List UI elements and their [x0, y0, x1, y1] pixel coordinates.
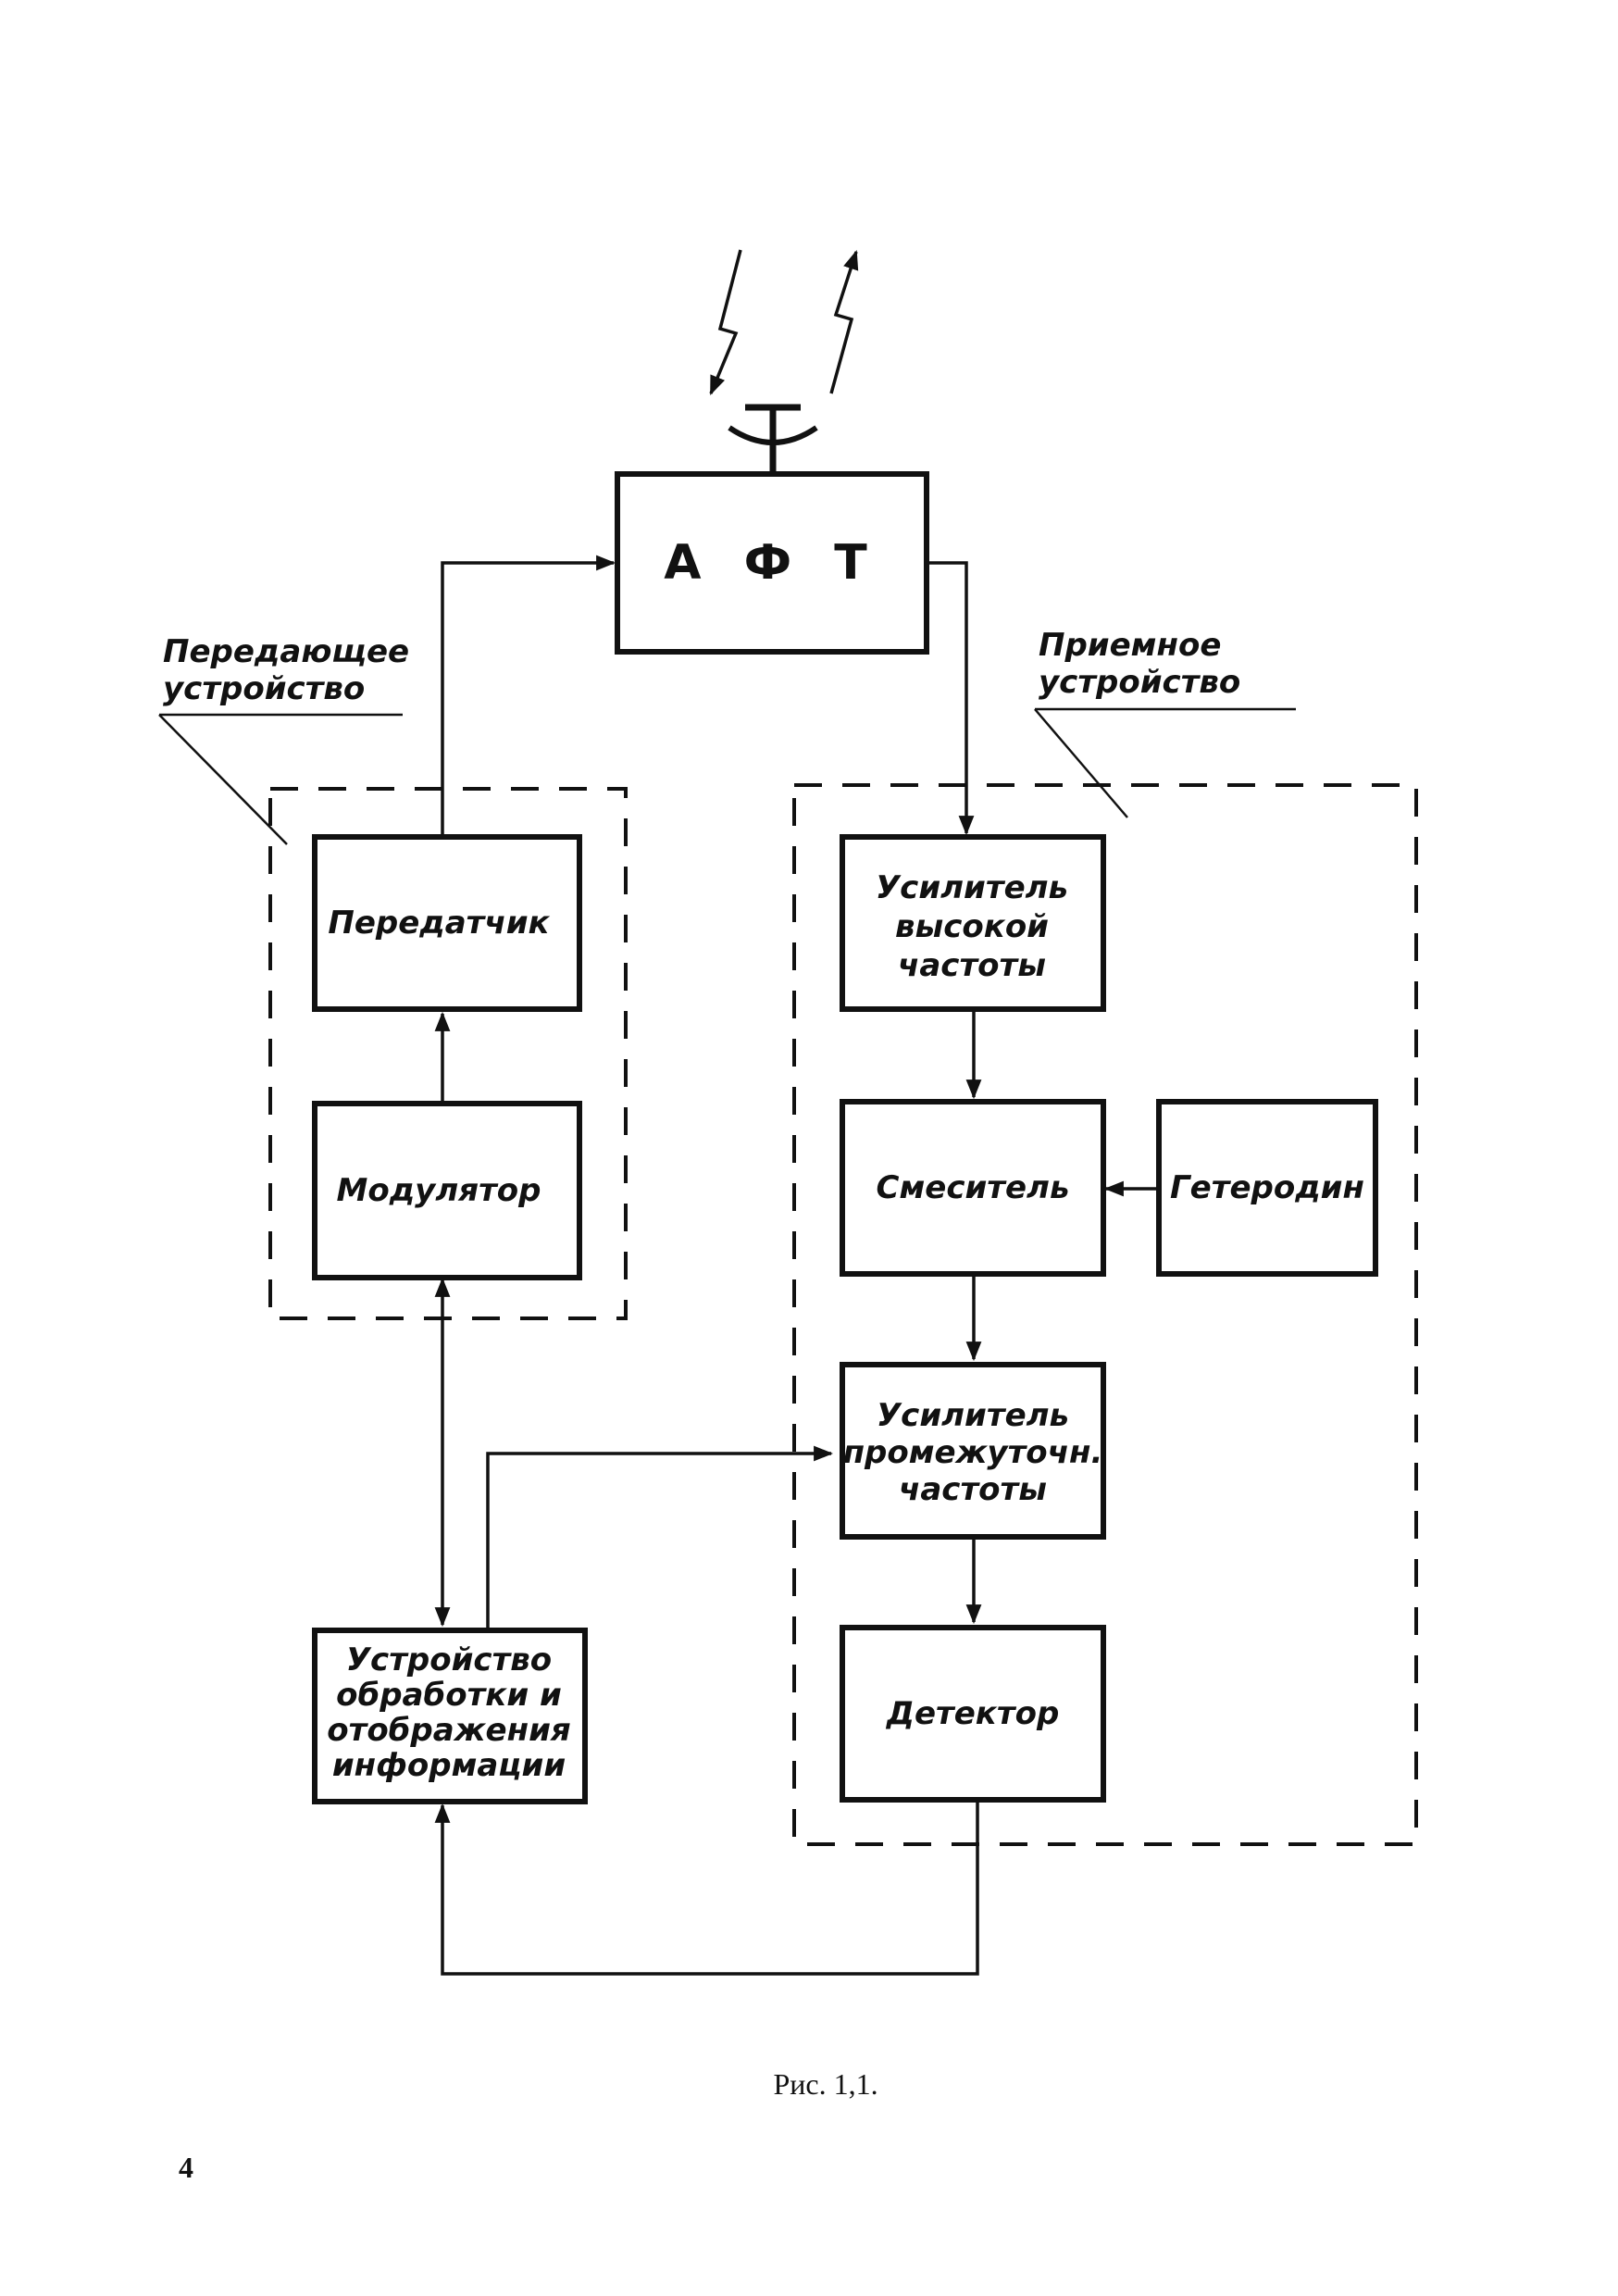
- antenna-icon: [728, 404, 818, 474]
- svg-text:обработки и: обработки и: [336, 1677, 562, 1714]
- svg-text:Модулятор: Модулятор: [337, 1172, 541, 1209]
- svg-text:промежуточн.: промежуточн.: [843, 1434, 1103, 1471]
- svg-text:Смеситель: Смеситель: [877, 1169, 1070, 1206]
- aft-block: А Ф Т: [615, 471, 929, 655]
- svg-text:Передатчик: Передатчик: [328, 905, 550, 942]
- receiving-device-group: [792, 783, 1418, 1846]
- link-transmitter-to-aft: [441, 555, 616, 835]
- svg-text:Передающее: Передающее: [163, 633, 409, 670]
- transmitter-block: Передатчик: [312, 834, 582, 1012]
- link-detector-to-processing: [434, 1802, 979, 1976]
- svg-text:отображения: отображения: [327, 1712, 570, 1749]
- svg-text:высокой: высокой: [895, 908, 1049, 945]
- svg-text:устройство: устройство: [1039, 664, 1240, 701]
- incoming-signal-icon: [709, 249, 742, 395]
- outgoing-signal-icon: [829, 250, 859, 394]
- figure-caption: Рис. 1,1.: [773, 2067, 877, 2101]
- svg-text:Усилитель: Усилитель: [877, 1397, 1069, 1434]
- page-number: 4: [179, 2151, 193, 2184]
- svg-text:информации: информации: [332, 1747, 566, 1784]
- svg-text:Усилитель: Усилитель: [876, 869, 1068, 906]
- svg-text:частоты: частоты: [899, 1471, 1047, 1508]
- transmitting-device-label: Передающее устройство: [158, 633, 409, 845]
- svg-text:Устройство: Устройство: [346, 1641, 552, 1678]
- svg-text:устройство: устройство: [163, 670, 365, 707]
- link-processing-to-if: [486, 1445, 834, 1628]
- svg-text:Приемное: Приемное: [1039, 627, 1221, 664]
- heterodyne-block: Гетеродин: [1156, 1099, 1378, 1277]
- svg-text:частоты: частоты: [898, 947, 1046, 984]
- mixer-block: Смеситель: [840, 1099, 1106, 1277]
- link-aft-to-rf-amplifier: [927, 561, 975, 836]
- receiving-device-label: Приемное устройство: [1034, 627, 1296, 818]
- aft-label: А Ф Т: [664, 535, 880, 591]
- rf-amplifier-block: Усилитель высокой частоты: [840, 834, 1106, 1012]
- if-amplifier-block: Усилитель промежуточн. частоты: [840, 1362, 1106, 1540]
- svg-text:Гетеродин: Гетеродин: [1170, 1169, 1364, 1206]
- svg-text:Детектор: Детектор: [886, 1695, 1060, 1732]
- detector-block: Детектор: [840, 1625, 1106, 1803]
- modulator-block: Модулятор: [312, 1101, 582, 1280]
- processing-block: Устройство обработки и отображения инфор…: [312, 1628, 588, 1804]
